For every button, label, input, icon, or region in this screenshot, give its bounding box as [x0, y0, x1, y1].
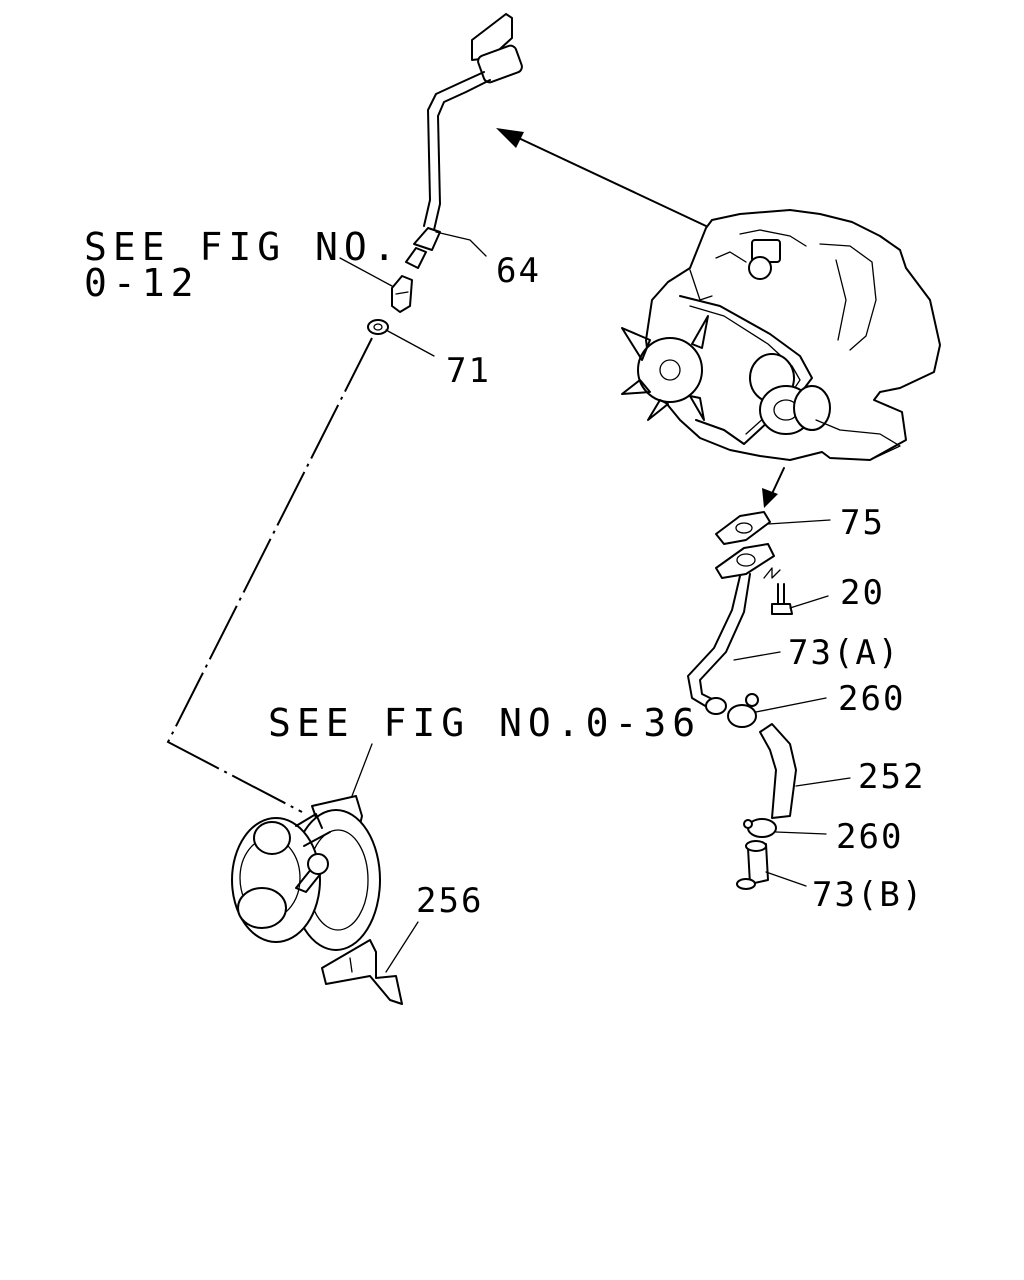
callout-256: 256 [416, 881, 483, 921]
callout-73b: 73(B) [812, 875, 924, 915]
callout-252: 252 [858, 757, 925, 797]
pipe-73b [736, 840, 769, 890]
leader-arrow-engine-to-gasket [762, 467, 785, 508]
reference-line-1: SEE FIG NO. [84, 225, 402, 269]
callout-260-upper: 260 [838, 679, 905, 719]
washer-71 [367, 319, 389, 335]
clip-260-upper [727, 693, 759, 728]
reference-fig-0-12: SEE FIG NO. 0-12 [84, 225, 402, 305]
callout-71: 71 [446, 351, 491, 391]
callout-73a: 73(A) [788, 633, 900, 673]
hose-252 [759, 723, 797, 819]
leader-lines [339, 231, 851, 973]
reference-line-2: 0-12 [84, 261, 200, 305]
centerline-washer-to-turbo [166, 337, 373, 813]
callout-260-lower: 260 [836, 817, 903, 857]
callout-20: 20 [840, 573, 885, 613]
leader-arrow-engine-to-pipe [496, 128, 707, 227]
oil-feed-pipe-64 [405, 13, 523, 269]
union-bolt-fitting [391, 275, 413, 313]
oil-return-pipe-73a [687, 543, 775, 715]
callout-75: 75 [840, 503, 885, 543]
callout-64: 64 [496, 251, 541, 291]
reference-fig-0-36: SEE FIG NO.0-36 [268, 701, 701, 745]
bolt-20 [763, 567, 793, 615]
gasket-75 [715, 511, 771, 545]
reference-line-1: SEE FIG NO.0-36 [268, 701, 701, 745]
engine-assembly [621, 209, 941, 461]
turbocharger [231, 795, 381, 951]
clip-260-lower [743, 818, 777, 838]
bracket-256 [321, 939, 403, 1005]
